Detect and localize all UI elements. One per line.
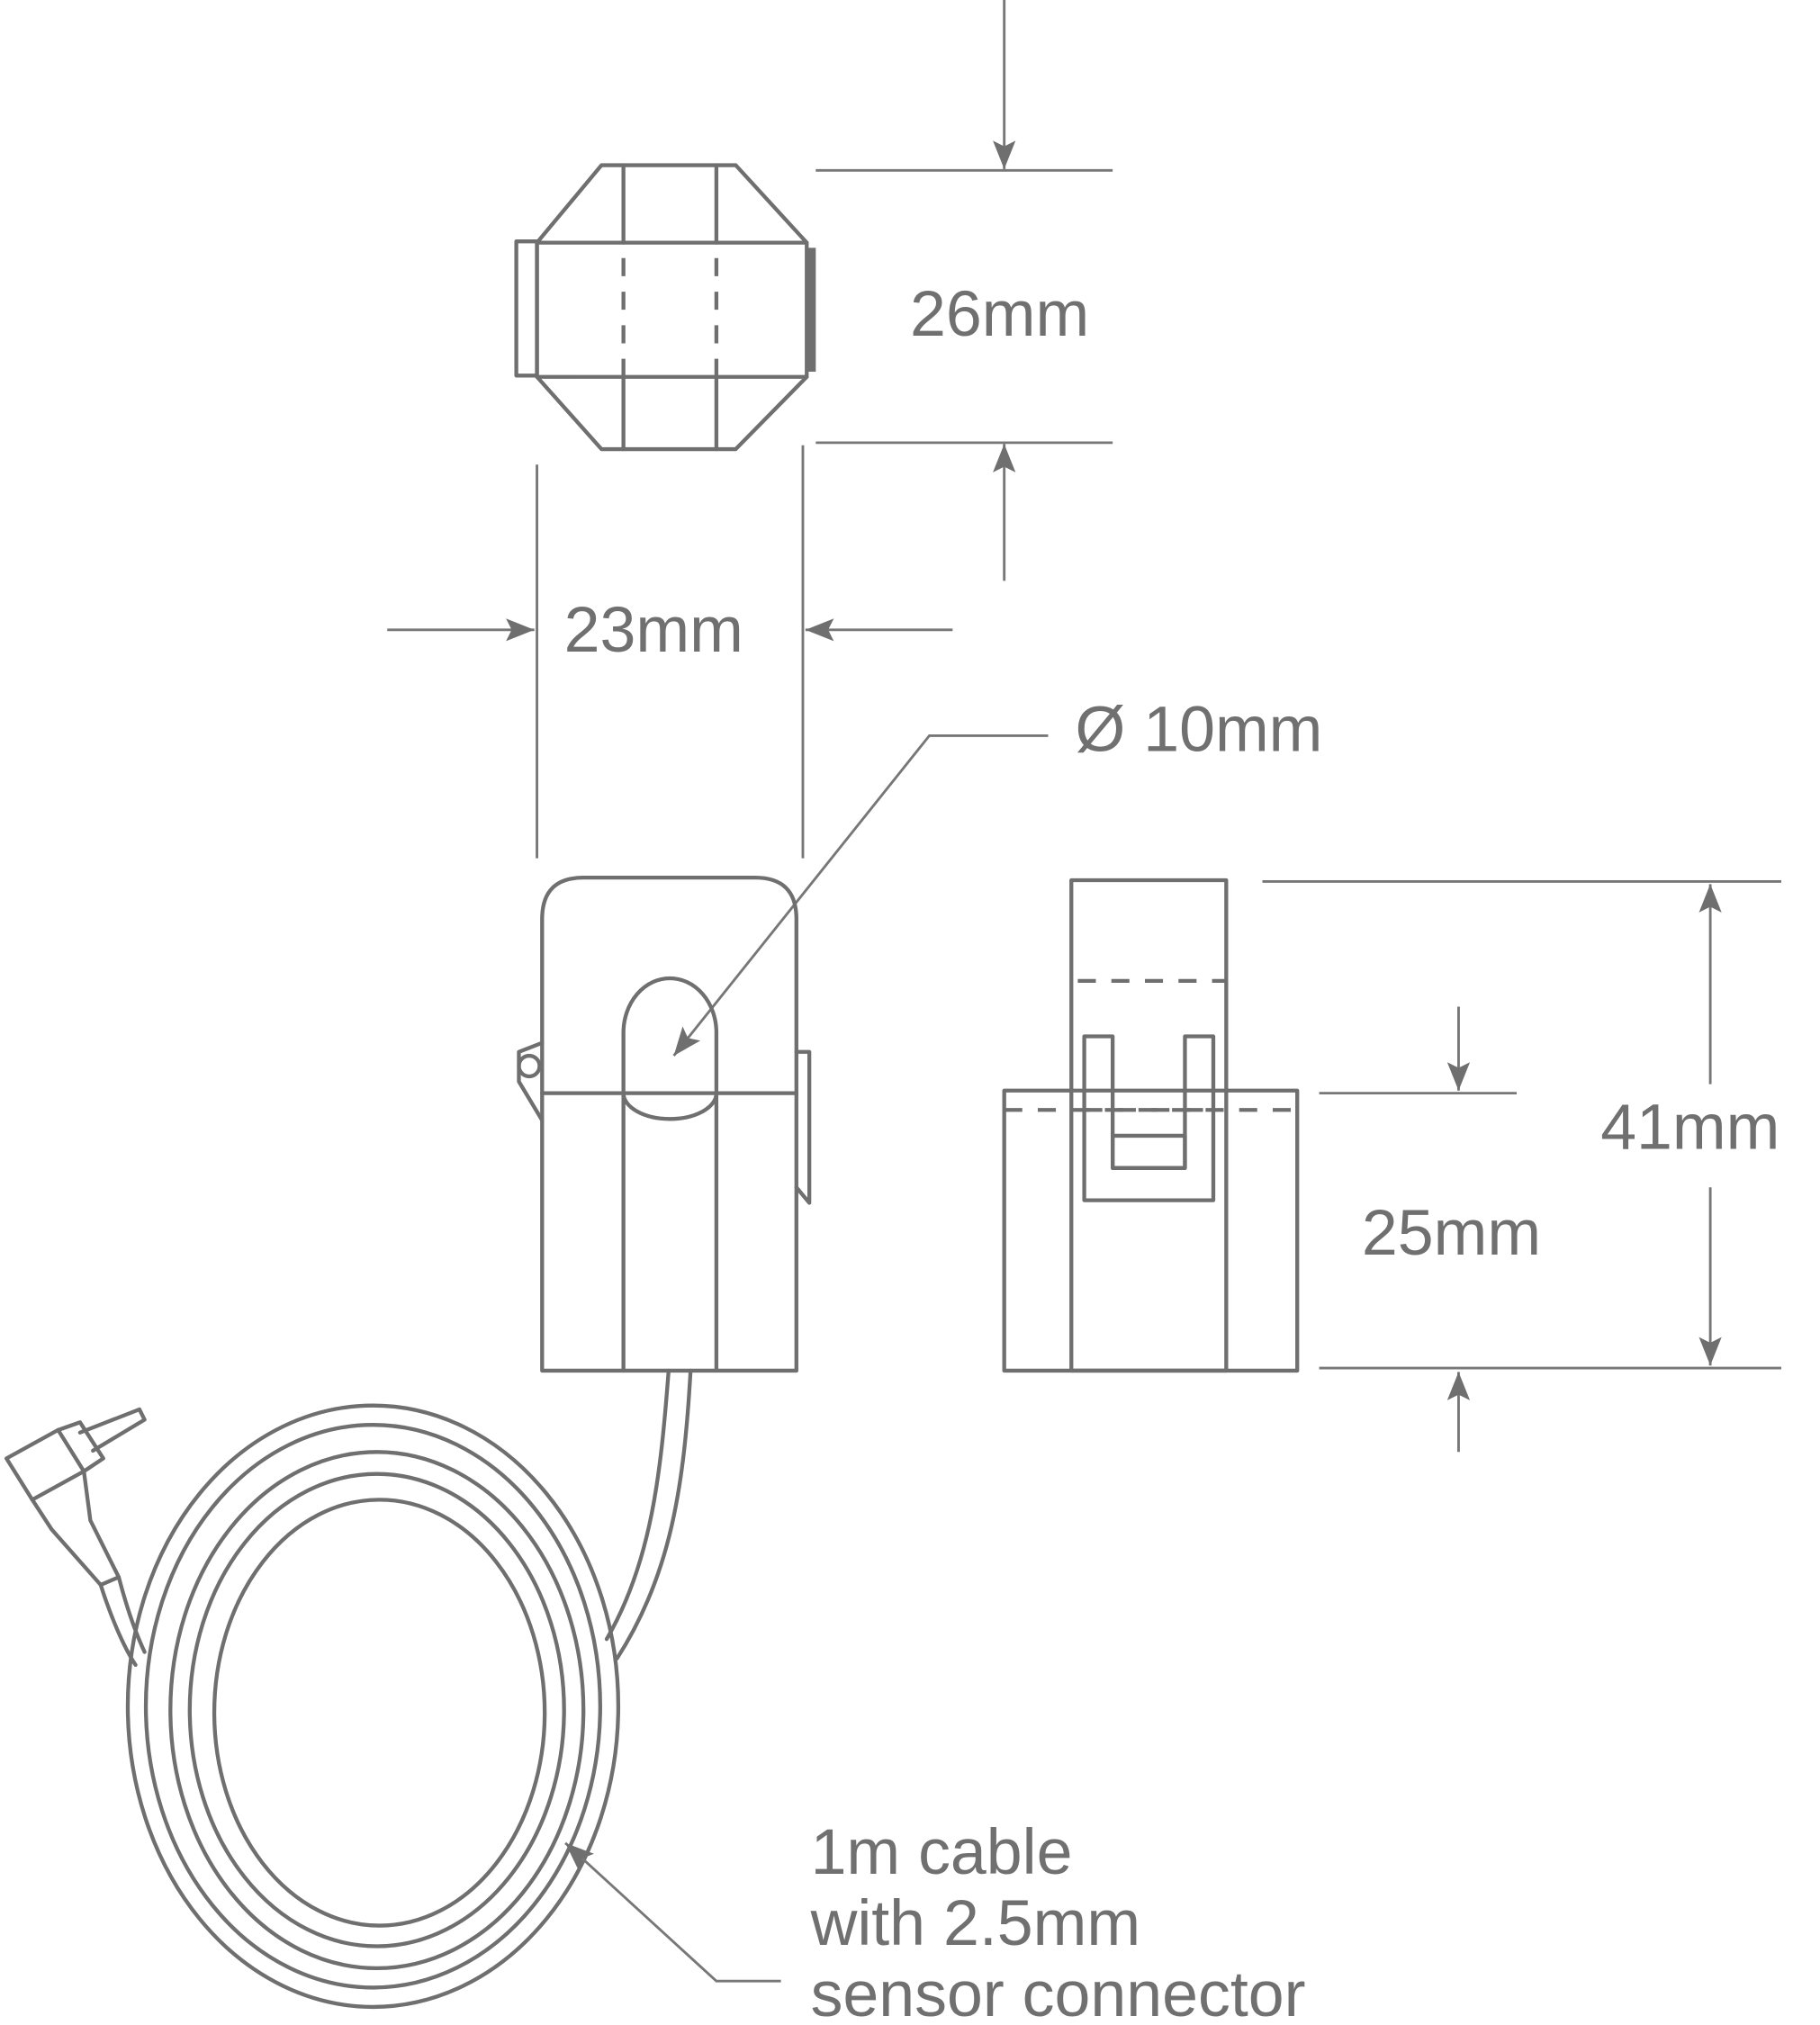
side-view — [1002, 878, 1300, 1373]
label-41mm: 41mm — [1600, 1091, 1779, 1163]
label-25mm: 25mm — [1362, 1197, 1541, 1269]
cable-coil — [98, 1368, 693, 2010]
top-view — [514, 163, 816, 452]
sensor-connector-icon — [5, 1407, 147, 1588]
label-26mm: 26mm — [910, 278, 1089, 350]
dimension-hole-diameter: Ø 10mm — [672, 694, 1323, 1057]
cable-label-line1: 1m cable — [811, 1816, 1073, 1888]
dimension-41mm: 41mm — [1262, 880, 1781, 1370]
cable-label-line3: sensor connector — [811, 1958, 1306, 2025]
label-diameter: Ø 10mm — [1076, 694, 1323, 766]
label-23mm: 23mm — [564, 594, 743, 666]
dimension-25mm: 25mm — [1319, 1006, 1541, 1453]
cable-callout: 1m cable with 2.5mm sensor connector — [564, 1816, 1306, 2025]
dimension-23mm: 23mm — [387, 445, 953, 859]
cable-label-line2: with 2.5mm — [810, 1887, 1141, 1959]
dimension-26mm: 26mm — [815, 0, 1113, 581]
front-view — [517, 875, 812, 1373]
